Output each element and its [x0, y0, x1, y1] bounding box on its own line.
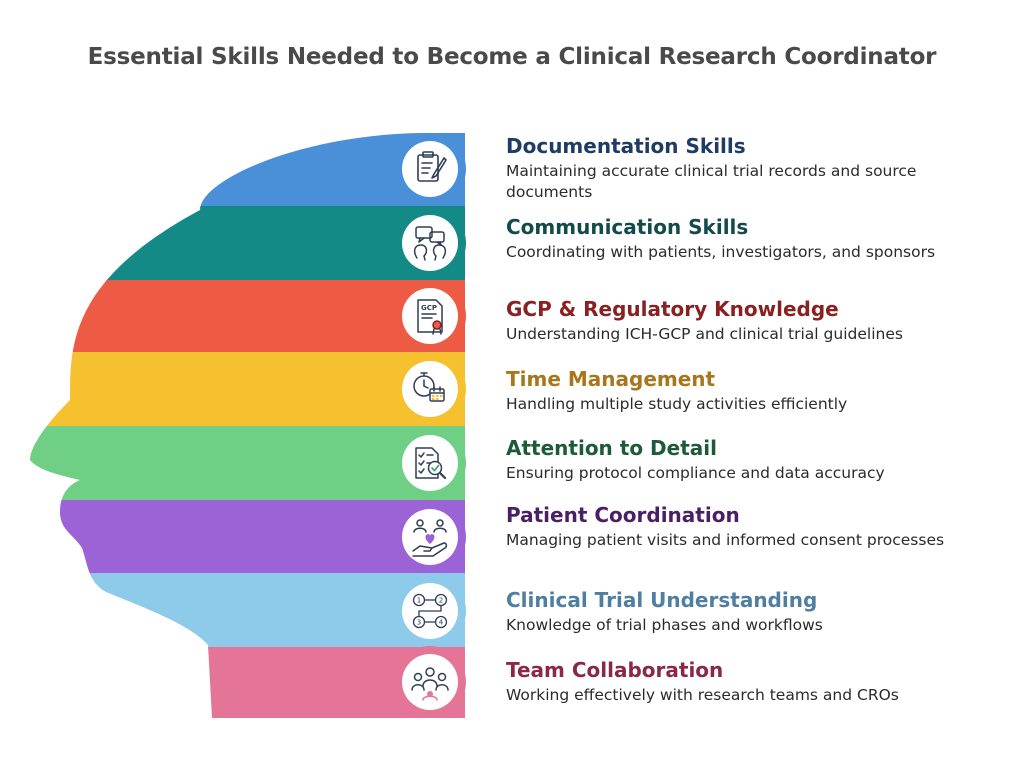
conversation-icon [402, 215, 458, 271]
skill-title: GCP & Regulatory Knowledge [506, 297, 839, 321]
skill-description: Working effectively with research teams … [506, 686, 899, 704]
phase-step-1: 1 [417, 597, 421, 605]
skill-title: Patient Coordination [506, 503, 740, 527]
skill-description: Handling multiple study activities effic… [506, 395, 848, 413]
phase-step-2: 2 [439, 597, 443, 605]
skill-clinical-trial: Clinical Trial Understanding Knowledge o… [506, 587, 1006, 636]
skill-attention-detail: Attention to Detail Ensuring protocol co… [506, 435, 1006, 484]
skill-patient-coordination: Patient Coordination Managing patient vi… [506, 502, 1006, 551]
skill-description: Knowledge of trial phases and workflows [506, 616, 823, 634]
team-group-icon [402, 654, 458, 710]
skill-documentation: Documentation Skills Maintaining accurat… [506, 133, 1006, 203]
skill-title: Communication Skills [506, 215, 749, 239]
skill-title: Clinical Trial Understanding [506, 588, 818, 612]
band-attention-detail [30, 426, 465, 502]
page-title: Essential Skills Needed to Become a Clin… [87, 44, 937, 70]
hand-heart-people-icon [402, 509, 458, 565]
band-time-management [30, 352, 465, 428]
checklist-magnifier-icon [402, 435, 458, 491]
skill-description: Maintaining accurate clinical trial reco… [506, 162, 917, 201]
skill-description: Understanding ICH-GCP and clinical trial… [506, 325, 903, 343]
skill-description: Ensuring protocol compliance and data ac… [506, 464, 885, 482]
gcp-certificate-icon: GCP [402, 288, 458, 344]
gcp-icon-label: GCP [421, 304, 437, 312]
band-patient-coordination [30, 500, 465, 575]
phase-step-3: 3 [417, 619, 421, 627]
skill-description: Coordinating with patients, investigator… [506, 243, 936, 261]
skill-title: Documentation Skills [506, 134, 746, 158]
phase-workflow-icon: 1 2 3 4 [402, 583, 458, 639]
skill-description: Managing patient visits and informed con… [506, 531, 945, 549]
clipboard-pen-icon [402, 141, 458, 197]
skill-team-collaboration: Team Collaboration Working effectively w… [506, 657, 1006, 706]
stopwatch-calendar-icon [402, 361, 458, 417]
band-gcp [30, 280, 465, 354]
skill-communication: Communication Skills Coordinating with p… [506, 214, 1006, 263]
skill-gcp-regulatory: GCP & Regulatory Knowledge Understanding… [506, 296, 1006, 345]
skill-title: Time Management [506, 367, 716, 391]
skill-title: Team Collaboration [506, 658, 724, 682]
skill-time-management: Time Management Handling multiple study … [506, 366, 1006, 415]
skill-title: Attention to Detail [506, 436, 717, 460]
phase-step-4: 4 [439, 619, 444, 627]
